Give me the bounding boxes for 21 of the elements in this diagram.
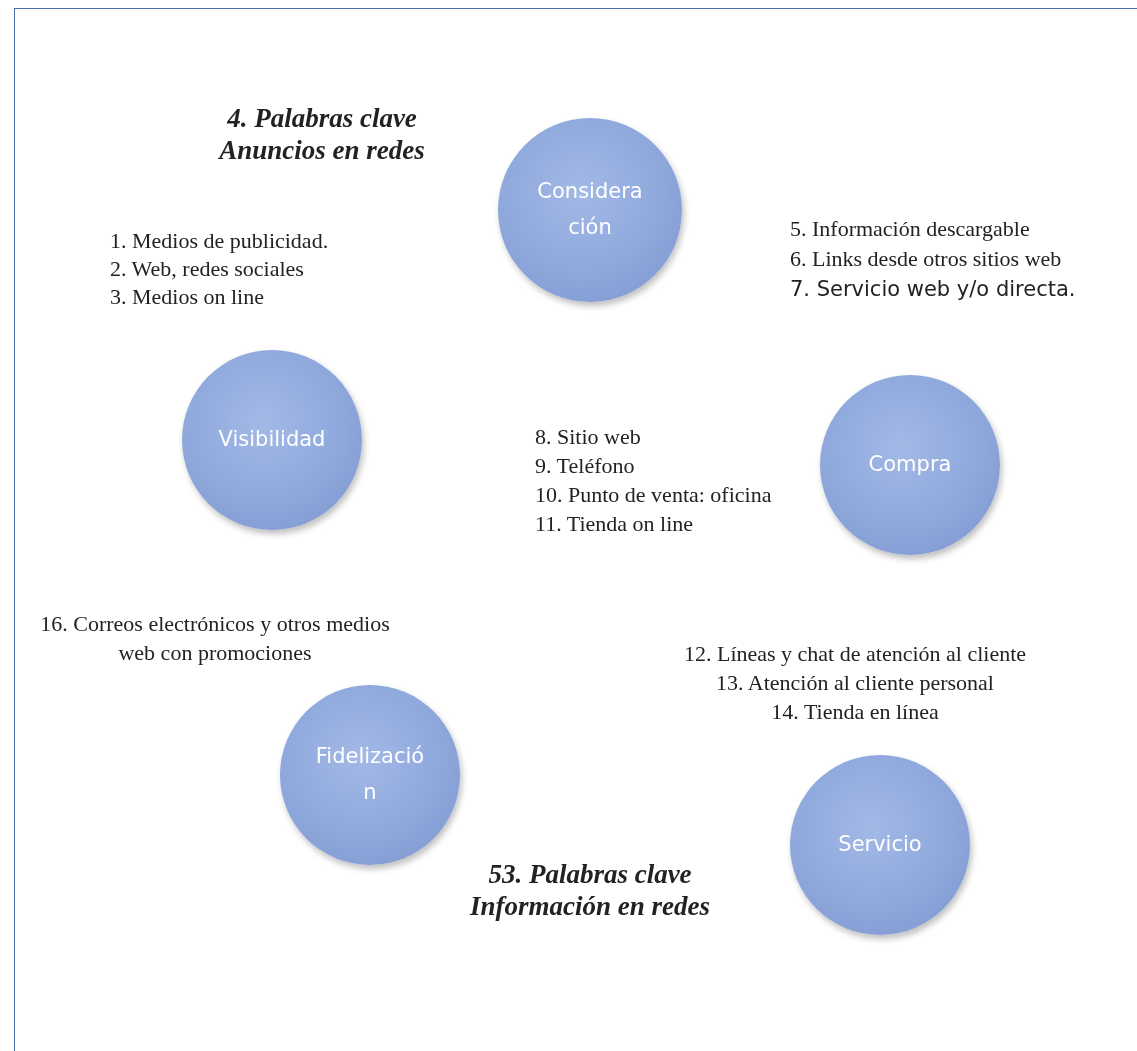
list-item: 11. Tienda on line bbox=[535, 511, 694, 537]
list-item: 10. Punto de venta: oficina bbox=[535, 482, 772, 508]
list-item: 7. Servicio web y/o directa. bbox=[790, 277, 1076, 301]
stage-label: Fidelización bbox=[315, 743, 425, 806]
list-item: 2. Web, redes sociales bbox=[110, 256, 304, 282]
keyword-heading: 4. Palabras clave Anuncios en redes bbox=[217, 102, 426, 167]
list-item: 14. Tienda en línea bbox=[770, 698, 940, 726]
list-item: 1. Medios de publicidad. bbox=[110, 228, 329, 254]
list-item: 12. Líneas y chat de atención al cliente bbox=[682, 640, 1028, 668]
list-item: 13. Atención al cliente personal bbox=[715, 669, 995, 697]
stage-label: Visibilidad bbox=[217, 426, 327, 454]
stage-label: Servicio bbox=[837, 831, 923, 859]
list-item: 3. Medios on line bbox=[110, 284, 264, 310]
list-item: 5. Información descargable bbox=[790, 216, 1030, 242]
list-item: 16. Correos electrónicos y otros medios web con promociones bbox=[39, 610, 391, 667]
list-item: 9. Teléfono bbox=[535, 453, 635, 479]
stage-label: Consideración bbox=[536, 178, 644, 241]
keyword-heading: 53. Palabras clave Información en redes bbox=[468, 858, 711, 923]
list-item: 8. Sitio web bbox=[535, 424, 641, 450]
stage-label: Compra bbox=[867, 451, 953, 479]
list-item: 6. Links desde otros sitios web bbox=[790, 246, 1062, 272]
